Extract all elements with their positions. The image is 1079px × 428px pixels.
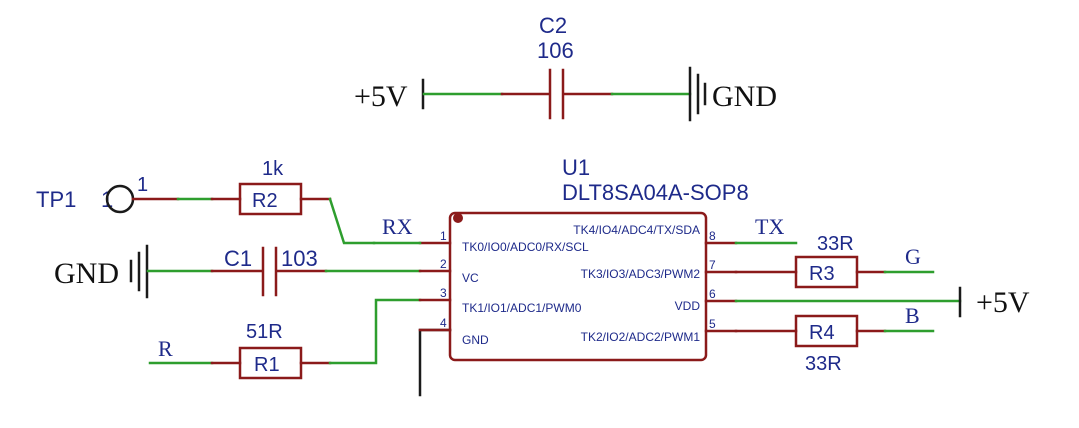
u1-pin1-num: 1 bbox=[440, 229, 447, 243]
r4-branch: R4 33R B bbox=[734, 303, 935, 375]
wire-r2-to-u1-pin1 bbox=[328, 197, 376, 245]
rx-branch: TP1 1 1 R2 1k RX bbox=[36, 158, 413, 245]
net-label-b: B bbox=[905, 303, 920, 328]
power-label-plus5v-right: +5V bbox=[976, 286, 1030, 319]
u1-pin6-name: VDD bbox=[675, 299, 701, 313]
r3-ref: R3 bbox=[809, 263, 835, 285]
r4-ref: R4 bbox=[809, 322, 835, 344]
r4-value: 33R bbox=[805, 353, 842, 375]
wire-r1-to-u1-pin3 bbox=[328, 298, 422, 365]
r1-ref: R1 bbox=[254, 354, 280, 376]
u1-pin5-num: 5 bbox=[709, 317, 716, 331]
u1-pin2-name: VC bbox=[462, 271, 479, 285]
u1-pin5-name: TK2/IO2/ADC2/PWM1 bbox=[581, 330, 701, 344]
wire-u1-pin4-gnd bbox=[418, 328, 452, 397]
tp1-ref: TP1 bbox=[36, 187, 76, 212]
net-label-g: G bbox=[905, 244, 921, 269]
r1-branch: R R1 51R bbox=[148, 298, 422, 380]
r2-ref: R2 bbox=[252, 190, 278, 212]
u1-pin8-num: 8 bbox=[709, 229, 716, 243]
power-label-plus5v-top: +5V bbox=[354, 80, 408, 113]
u1-pin8-name: TK4/IO4/ADC4/TX/SDA bbox=[573, 223, 700, 237]
u1-pin6-num: 6 bbox=[709, 287, 716, 301]
tp1-pin-label: 1 bbox=[137, 174, 148, 196]
net-label-tx: TX bbox=[755, 214, 784, 239]
u1-pin1-name: TK0/IO0/ADC0/RX/SCL bbox=[462, 240, 589, 254]
vdd-branch: +5V bbox=[734, 286, 1030, 319]
c2-ref: C2 bbox=[539, 13, 567, 38]
ground-symbol-icon bbox=[688, 66, 707, 122]
net-label-r: R bbox=[158, 336, 173, 361]
u1-pin3-num: 3 bbox=[440, 286, 447, 300]
power-label-gnd-top: GND bbox=[712, 80, 777, 113]
u1-pin2-num: 2 bbox=[440, 257, 447, 271]
net-label-rx: RX bbox=[382, 214, 413, 239]
u1-pin3-name: TK1/IO1/ADC1/PWM0 bbox=[462, 301, 582, 315]
pin1-dot-icon bbox=[453, 213, 463, 223]
tx-branch: TX bbox=[734, 214, 798, 245]
u1-pin4-name: GND bbox=[462, 333, 489, 347]
ground-symbol-icon bbox=[129, 244, 149, 299]
r2-value: 1k bbox=[262, 158, 284, 180]
u1-body bbox=[448, 211, 708, 362]
r3-branch: R3 33R G bbox=[734, 233, 935, 289]
c1-value: 103 bbox=[281, 246, 318, 271]
u1-pin7-name: TK3/IO3/ADC3/PWM2 bbox=[581, 267, 701, 281]
r1-value: 51R bbox=[246, 321, 283, 343]
u1-pin4-num: 4 bbox=[440, 316, 447, 330]
c1-ref: C1 bbox=[224, 246, 252, 271]
u1-ref: U1 bbox=[562, 155, 590, 180]
r3-value: 33R bbox=[817, 233, 854, 255]
u1-chip: U1 DLT8SA04A-SOP8 1 2 3 4 TK0/IO0/ADC0/R… bbox=[372, 155, 749, 362]
top-supply-branch: +5V GND C2 106 bbox=[354, 13, 777, 122]
power-label-gnd-left: GND bbox=[54, 257, 119, 290]
u1-part: DLT8SA04A-SOP8 bbox=[562, 180, 749, 205]
c2-value: 106 bbox=[537, 38, 574, 63]
u1-pin7-num: 7 bbox=[709, 258, 716, 272]
c1-branch: GND C1 103 bbox=[54, 244, 422, 299]
